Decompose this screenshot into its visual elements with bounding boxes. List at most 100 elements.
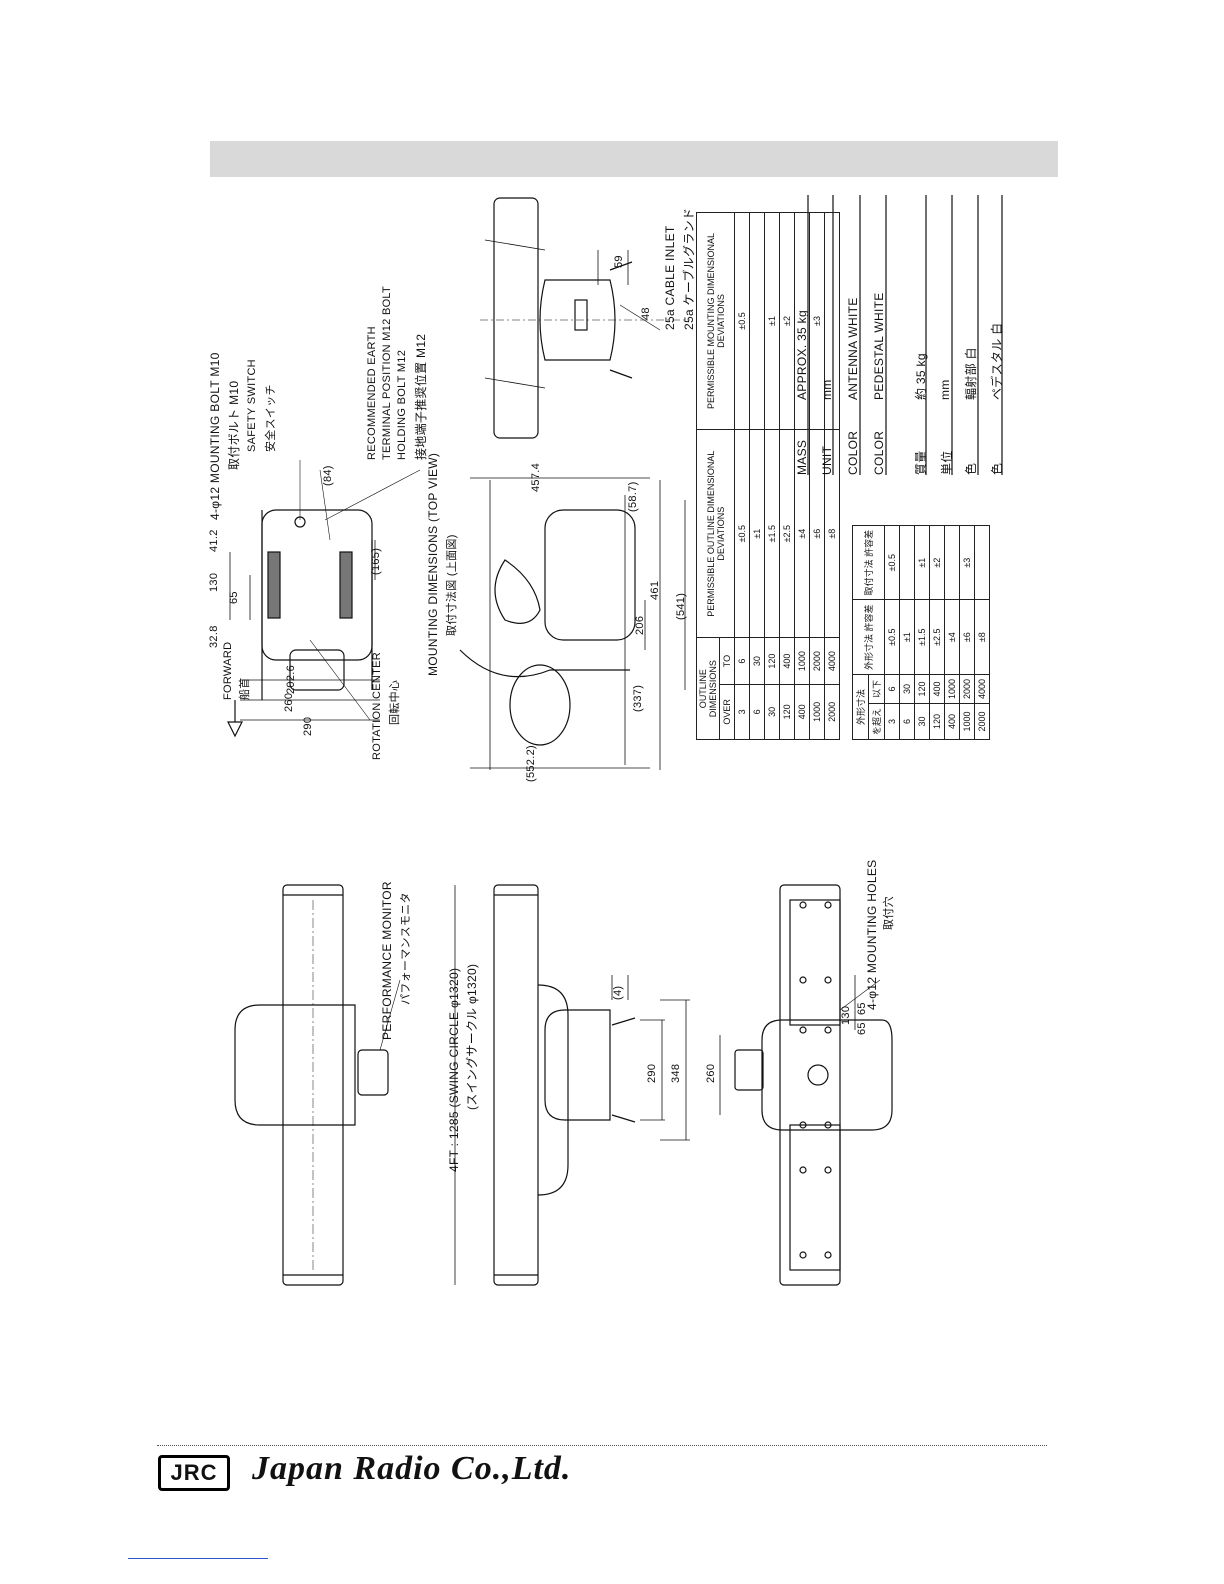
- dim-202-6: 202.6: [285, 664, 297, 694]
- spec-color1-value: ANTENNA WHITE: [846, 297, 860, 400]
- cell: 120: [779, 684, 795, 740]
- dim-348: 348: [670, 1063, 682, 1083]
- spec-color1-ja-label: 色: [964, 462, 978, 475]
- cell: 30: [914, 703, 930, 740]
- top-view-caption-ja: 取付寸法図 (上面図): [446, 534, 458, 636]
- spec-color2-ja-label: 色: [990, 462, 1004, 475]
- safety-switch-label: SAFETY SWITCH: [246, 359, 258, 452]
- spec-color1-label: COLOR: [846, 430, 860, 475]
- cell: 120: [929, 703, 945, 740]
- top-view-caption: MOUNTING DIMENSIONS (TOP VIEW): [426, 452, 440, 676]
- cell: 6: [884, 674, 900, 704]
- cell: ±1.5: [914, 599, 930, 675]
- earth-line-2: TERMINAL POSITION M12 BOLT: [381, 285, 393, 460]
- cell: 120: [914, 674, 930, 704]
- swing-circle-ja-label: (スイングサークル φ1320): [465, 963, 479, 1110]
- cell: 30: [764, 684, 780, 740]
- lower-middle-view: [454, 884, 690, 1286]
- cell: 3: [884, 703, 900, 740]
- dim-59: 59: [613, 255, 625, 268]
- spec-mass-value: APPROX. 35 kg: [795, 310, 809, 400]
- tol-en-sub-to: TO: [719, 637, 735, 685]
- section-header-bar: [210, 141, 1058, 177]
- spec-unit-ja-label: 単位: [940, 450, 954, 475]
- earth-line-3: HOLDING BOLT M12: [396, 349, 408, 460]
- dim-84: (84): [322, 465, 334, 486]
- cell: ±3: [959, 525, 975, 600]
- cell: ±1: [764, 212, 780, 430]
- spec-color2-value: PEDESTAL WHITE: [872, 292, 886, 400]
- spec-color2-label: COLOR: [872, 430, 886, 475]
- forward-arrow: [227, 700, 243, 738]
- earth-line-1: RECOMMENDED EARTH: [366, 326, 378, 460]
- cell: 6: [899, 703, 915, 740]
- dim-541: (541): [675, 592, 687, 620]
- dim-4: (4): [612, 985, 624, 1000]
- mounting-bolt-ja-label: 取付ボルト M10: [227, 380, 241, 470]
- cell: ±0.5: [884, 599, 900, 675]
- rotation-center-ja-label: 回転中心: [389, 679, 401, 725]
- cell: ±1: [914, 525, 930, 600]
- lower-right-view: [719, 884, 893, 1286]
- cable-inlet-ja-label: 25a ケーブルグランド: [682, 207, 696, 330]
- dim-130-lower: 130: [840, 1005, 852, 1025]
- forward-label: FORWARD: [222, 641, 234, 700]
- top-view-outline: [229, 460, 421, 721]
- footer-link-underline[interactable]: [128, 1558, 268, 1559]
- tol-en-sub-over: OVER: [719, 684, 735, 740]
- cell: [974, 525, 990, 600]
- safety-switch-ja-label: 安全スイッチ: [265, 384, 277, 452]
- cell: ±2.5: [779, 429, 795, 638]
- cell: 120: [764, 637, 780, 685]
- cell: ±2.5: [929, 599, 945, 675]
- cable-inlet-label: 25a CABLE INLET: [663, 225, 677, 330]
- cell: 30: [899, 674, 915, 704]
- dim-337: (337): [632, 684, 644, 712]
- dim-260-lower: 260: [705, 1063, 717, 1083]
- dim-260: 260: [283, 692, 295, 712]
- cell: ±1: [749, 429, 765, 638]
- dim-552-2: (552.2): [525, 745, 537, 782]
- tol-ja-col3: 取付寸法 許容差: [852, 525, 885, 600]
- tol-en-col3: PERMISSIBLE MOUNTING DIMENSIONAL DEVIATI…: [696, 212, 735, 430]
- tol-ja-sub-to: 以下: [868, 674, 885, 704]
- spec-unit-value: mm: [820, 379, 834, 400]
- cell: 3: [734, 684, 750, 740]
- spec-unit-ja-value: mm: [938, 379, 952, 400]
- dim-290-lower: 290: [646, 1063, 658, 1083]
- cell: 1000: [794, 637, 810, 685]
- spec-table-lines: [807, 195, 1003, 475]
- footer-divider: [157, 1445, 1047, 1446]
- cell: ±1.5: [764, 429, 780, 638]
- dim-58-7: (58.7): [627, 481, 639, 512]
- performance-monitor-label: PERFORMANCE MONITOR: [380, 881, 394, 1040]
- cell: 6: [734, 637, 750, 685]
- cell: 400: [944, 703, 960, 740]
- spec-mass-ja-label: 質量: [914, 450, 928, 475]
- dim-65a-lower: 65: [856, 1022, 868, 1035]
- spec-color1-ja-value: 輻射部 白: [964, 347, 978, 400]
- spec-mass-ja-value: 約 35 kg: [914, 353, 928, 400]
- cell: ±6: [959, 599, 975, 675]
- cell: 1000: [959, 703, 975, 740]
- jrc-logo: JRC: [158, 1455, 230, 1491]
- cell: [944, 525, 960, 600]
- cell: 30: [749, 637, 765, 685]
- cell: 400: [929, 674, 945, 704]
- mounting-holes-ja-label: 取付穴: [883, 896, 895, 930]
- dim-290: 290: [302, 716, 314, 736]
- spec-color2-ja-value: ペデスタル 白: [990, 322, 1004, 400]
- cell: ±0.5: [734, 212, 750, 430]
